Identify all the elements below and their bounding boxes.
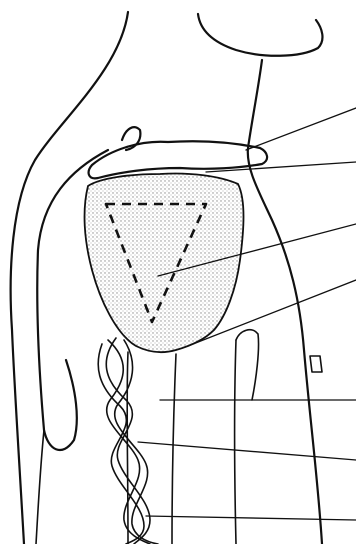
arm-lower-outline — [36, 430, 44, 544]
leader-line-6 — [138, 442, 356, 460]
humerus-right-edge — [172, 354, 176, 544]
leader-line-7 — [146, 516, 356, 520]
neck-outline — [248, 60, 322, 544]
head-outline — [198, 14, 322, 56]
small-oval — [310, 356, 322, 372]
radius-edge — [235, 340, 237, 544]
leader-line-1 — [246, 108, 356, 150]
leader-line-2 — [206, 162, 356, 172]
scapula-body — [85, 173, 244, 352]
humerus-left-edge — [127, 352, 128, 544]
braid-strand-4 — [98, 344, 144, 544]
radius-cap — [236, 330, 259, 400]
